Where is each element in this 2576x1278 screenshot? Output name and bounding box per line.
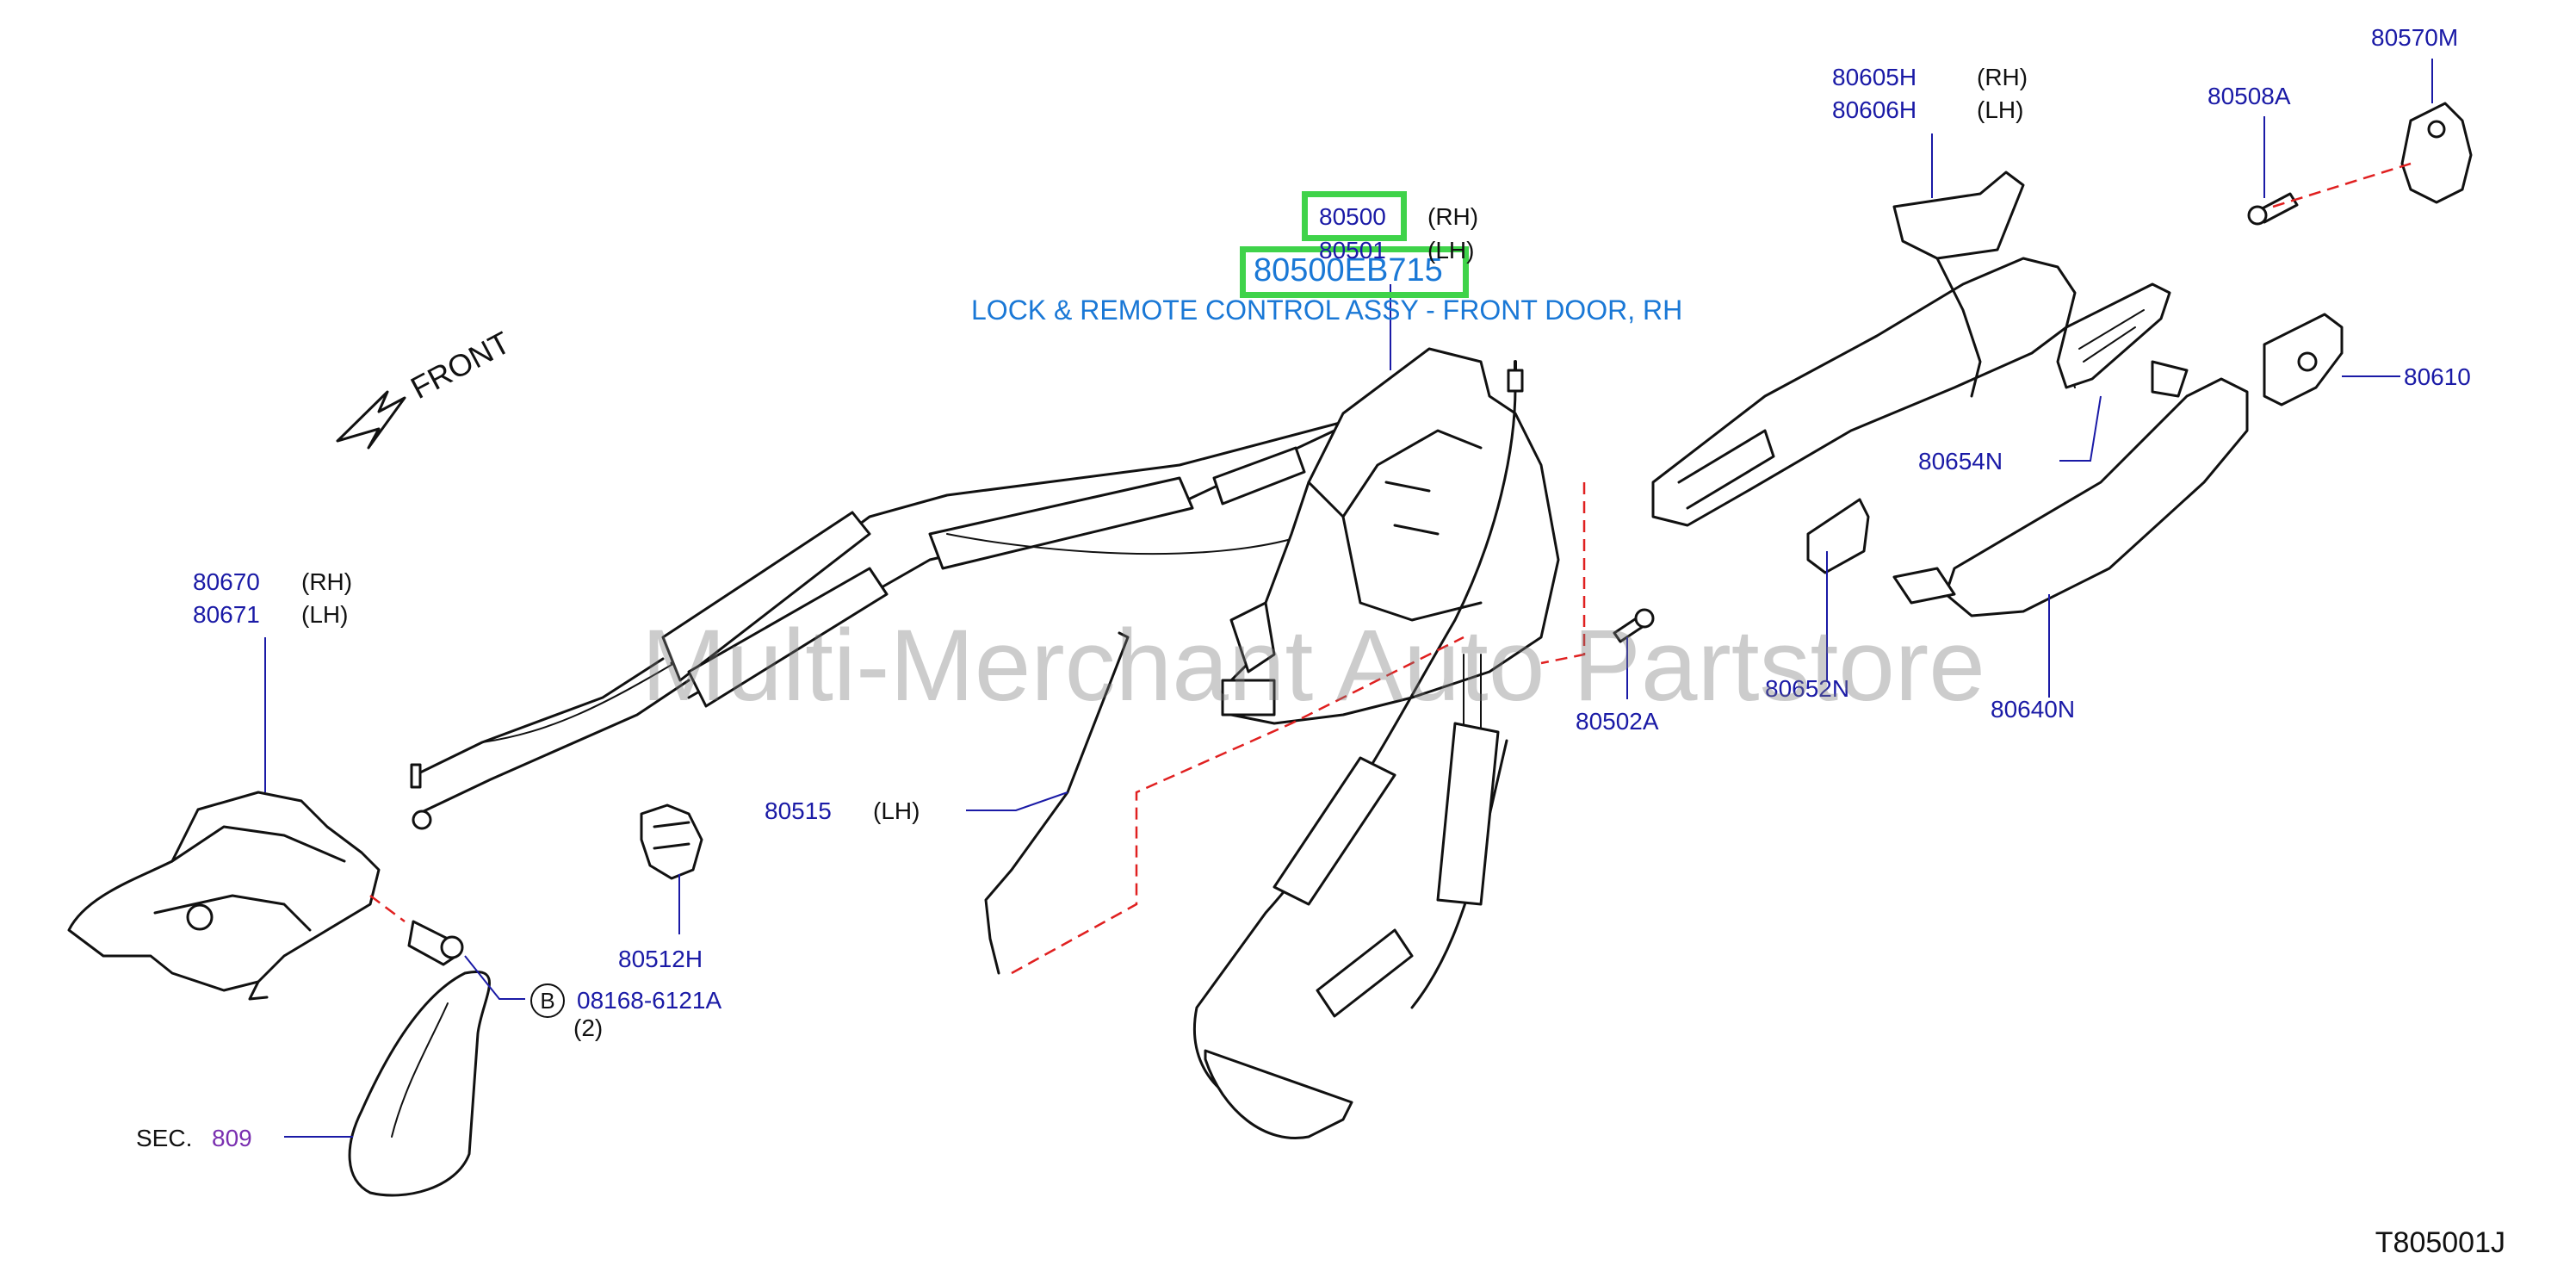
cable-assembly [410, 420, 1345, 830]
part-80512H[interactable]: 80512H [618, 946, 703, 972]
bracket-80570M [2400, 102, 2473, 204]
screw-80502A [1613, 608, 1655, 643]
part-80508A[interactable]: 80508A [2208, 83, 2291, 109]
part-80671-side: (LH) [301, 601, 349, 628]
front-direction-arrow-icon [336, 390, 406, 450]
part-80501-side: (LH) [1427, 237, 1475, 264]
part-80515-side: (LH) [873, 797, 920, 824]
part-80605H-side: (RH) [1977, 64, 2028, 90]
bolt-ref-circle: B [530, 983, 565, 1018]
part-80605H[interactable]: 80605H [1832, 64, 1917, 90]
outside-handle-bracket-80605H [1651, 171, 2077, 527]
outside-handle-80640N [1892, 360, 2249, 617]
sec-label: SEC. [136, 1125, 193, 1151]
diagram-code: T805001J [2375, 1226, 2505, 1259]
part-80515[interactable]: 80515 [765, 797, 832, 824]
part-80502A[interactable]: 80502A [1576, 708, 1659, 735]
leader-lines [264, 59, 2433, 1138]
part-80501[interactable]: 80501 [1319, 237, 1386, 264]
part-80500-side: (RH) [1427, 203, 1479, 230]
inside-handle-80670 [67, 791, 381, 1001]
gasket-80652N [1806, 498, 1870, 574]
highlight-assembly-pn [1240, 246, 1469, 298]
part-08168-qty: (2) [573, 1014, 604, 1041]
rod-80515 [984, 631, 1130, 975]
part-80606H-side: (LH) [1977, 96, 2024, 123]
gasket-80654N [2056, 282, 2171, 389]
part-08168-6121A[interactable]: 08168-6121A [577, 987, 722, 1014]
part-80606H[interactable]: 80606H [1832, 96, 1917, 123]
part-80652N[interactable]: 80652N [1765, 675, 1850, 702]
part-80500[interactable]: 80500 [1319, 203, 1386, 230]
part-80640N[interactable]: 80640N [1991, 696, 2076, 723]
lock-body-80500 [1221, 347, 1560, 741]
part-80610[interactable]: 80610 [2404, 363, 2471, 390]
screw-80508A [2247, 192, 2299, 226]
cable-loop [1192, 360, 1524, 1139]
part-80654N[interactable]: 80654N [1918, 448, 2003, 475]
phantom-lines [369, 162, 2412, 975]
bolt-08168 [407, 920, 464, 966]
clip-80512H [640, 803, 703, 880]
escutcheon-sec809 [348, 971, 491, 1197]
highlight-80500 [1302, 191, 1407, 241]
cover-80610 [2263, 313, 2344, 406]
part-80670[interactable]: 80670 [193, 568, 260, 595]
part-80671[interactable]: 80671 [193, 601, 260, 628]
sec-809-link[interactable]: 809 [212, 1125, 252, 1151]
part-80670-side: (RH) [301, 568, 353, 595]
assembly-description: LOCK & REMOTE CONTROL ASSY - FRONT DOOR,… [971, 295, 1683, 326]
part-80570M[interactable]: 80570M [2371, 24, 2459, 51]
assembly-part-number[interactable]: 80500EB715 [1254, 252, 1443, 288]
